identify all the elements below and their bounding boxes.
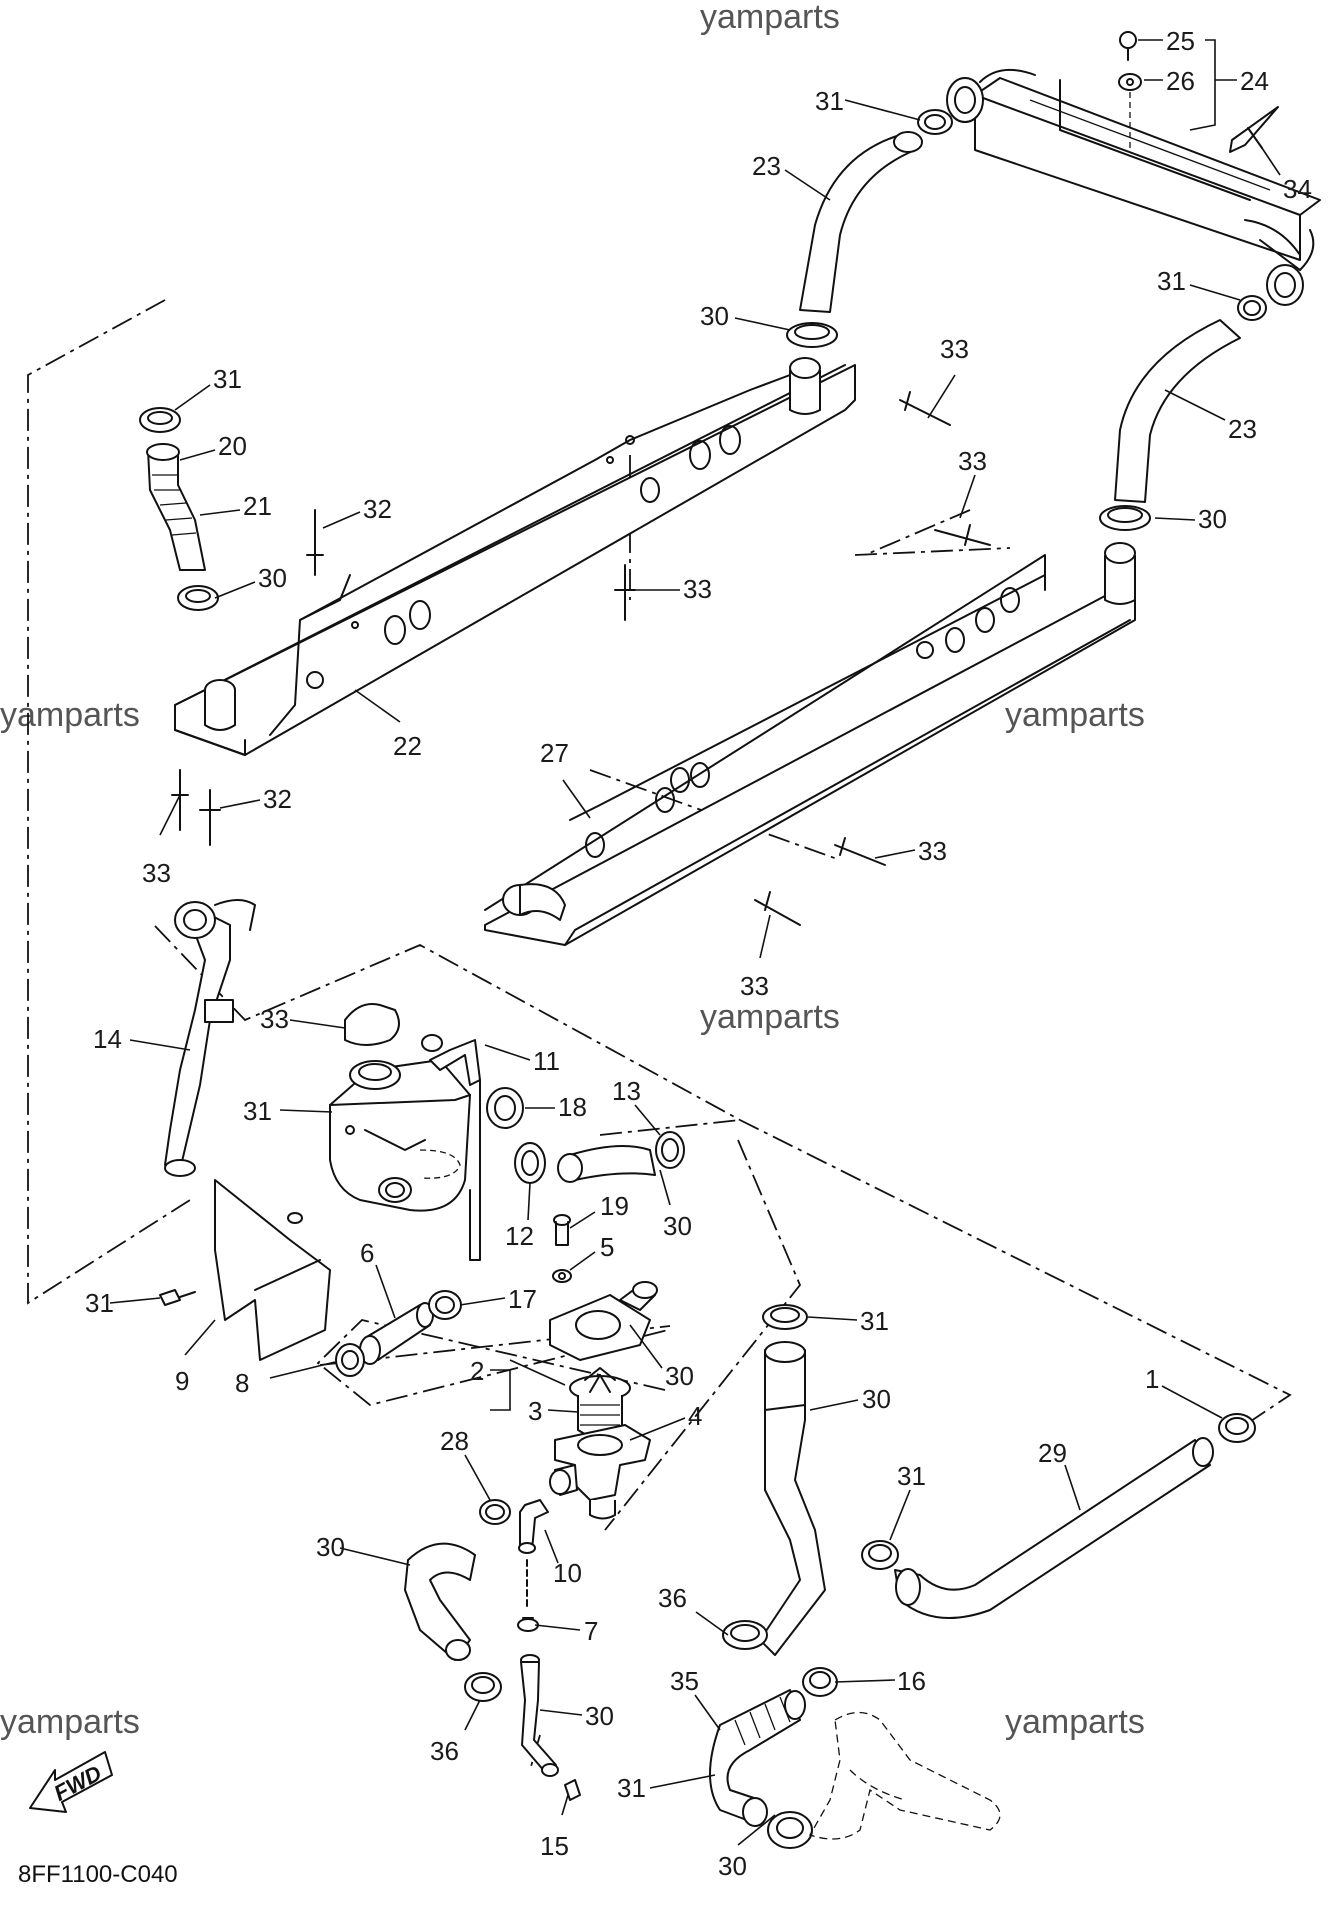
watermark: yamparts [1005, 1703, 1145, 1741]
thermostat-assembly [549, 1214, 658, 1520]
callout-33: 33 [940, 334, 969, 364]
callout-30: 31 [860, 1306, 889, 1336]
hose-15-16 [709, 1667, 838, 1849]
callout-32: 32 [363, 494, 392, 524]
callout-28: 29 [1038, 1438, 1067, 1468]
callout-7: 10 [553, 1558, 582, 1588]
callout-33: 33 [142, 858, 171, 888]
callout-17: 6 [360, 1238, 374, 1268]
radiator-22 [174, 357, 856, 756]
callout-13: 18 [558, 1092, 587, 1122]
callout-31: 13 [612, 1076, 641, 1106]
callout-29: 30 [862, 1384, 891, 1414]
callout-20: 20 [218, 431, 247, 461]
callout-16: 35 [670, 1666, 699, 1696]
radiator-27 [484, 542, 1136, 946]
hose-28 [861, 1413, 1256, 1619]
callout-33: 33 [958, 446, 987, 476]
callout-32: 32 [263, 784, 292, 814]
callout-24: 24 [1240, 66, 1269, 96]
hose-23-right [1114, 295, 1267, 503]
upper-radiator [946, 31, 1321, 306]
callout-36: 15 [540, 1831, 569, 1861]
callout-30: 12 [505, 1221, 534, 1251]
callout-31: 16 [897, 1666, 926, 1696]
watermark: yamparts [700, 998, 840, 1036]
callout-35: 30 [585, 1701, 614, 1731]
callout-31: 17 [508, 1284, 537, 1314]
rivets [171, 391, 991, 926]
callout-30: 36 [658, 1583, 687, 1613]
callout-26: 26 [1166, 66, 1195, 96]
callout-31: 31 [815, 86, 844, 116]
callout-33: 33 [683, 574, 712, 604]
engine-outline [809, 1711, 1001, 1840]
clamp-31-top [917, 109, 953, 135]
pipe-35 [517, 1499, 581, 1801]
callout-30: 31 [897, 1461, 926, 1491]
callout-27: 27 [540, 738, 569, 768]
hose-19 [514, 1131, 685, 1184]
callout-34: 34 [1283, 174, 1312, 204]
hose-29 [722, 1304, 826, 1656]
callout-9: 31 [85, 1288, 114, 1318]
callout-15: 31 [617, 1773, 646, 1803]
callout-30: 30 [1198, 504, 1227, 534]
hose-17 [335, 1290, 462, 1377]
bracket-8 [159, 1179, 331, 1361]
callout-30: 30 [718, 1851, 747, 1881]
callout-4: 3 [528, 1396, 542, 1426]
callouts: 25 26 24 31 34 23 31 30 33 23 31 20 21 3… [85, 26, 1312, 1881]
callout-30: 36 [430, 1736, 459, 1766]
callout-31: 8 [235, 1368, 249, 1398]
callout-3: 2 [470, 1356, 484, 1386]
watermark: yamparts [0, 696, 140, 734]
leader-lines [109, 39, 1281, 1846]
callout-31: 31 [213, 364, 242, 394]
callout-11: 33 [260, 1004, 289, 1034]
diagram-code: 8FF1100-C040 [18, 1861, 178, 1888]
callout-33: 33 [740, 971, 769, 1001]
callout-6: 5 [600, 1232, 614, 1262]
callout-8: 9 [175, 1366, 189, 1396]
callout-30: 1 [1145, 1364, 1159, 1394]
callout-33: 33 [918, 836, 947, 866]
callout-30: 30 [700, 301, 729, 331]
callout-36: 7 [584, 1616, 598, 1646]
hose-10 [404, 1499, 511, 1702]
hose-23-upper [799, 131, 923, 313]
callout-23: 23 [1228, 414, 1257, 444]
hose-20-21 [139, 407, 219, 611]
callout-1: 4 [688, 1401, 702, 1431]
clamp-30-a [786, 322, 838, 348]
watermark: yamparts [1005, 696, 1145, 734]
forward-arrow-icon: FWD [29, 1751, 113, 1813]
callout-23: 23 [752, 151, 781, 181]
callout-10: 30 [316, 1532, 345, 1562]
callout-18: 14 [93, 1024, 122, 1054]
callout-12: 31 [243, 1096, 272, 1126]
callout-14: 11 [533, 1046, 560, 1076]
callout-31: 31 [1157, 266, 1186, 296]
callout-21: 21 [243, 491, 272, 521]
clamp-30-b [1099, 505, 1151, 531]
callout-30: 30 [258, 563, 287, 593]
hose-18 [164, 899, 256, 1177]
callout-31: 28 [440, 1426, 469, 1456]
reservoir-tank [329, 1003, 524, 1261]
watermark: yamparts [700, 0, 840, 36]
callout-2: 30 [665, 1361, 694, 1391]
callout-5: 19 [600, 1191, 629, 1221]
callout-19: 30 [663, 1211, 692, 1241]
callout-25: 25 [1166, 26, 1195, 56]
watermark: yamparts [0, 1703, 140, 1741]
callout-22: 22 [393, 731, 422, 761]
